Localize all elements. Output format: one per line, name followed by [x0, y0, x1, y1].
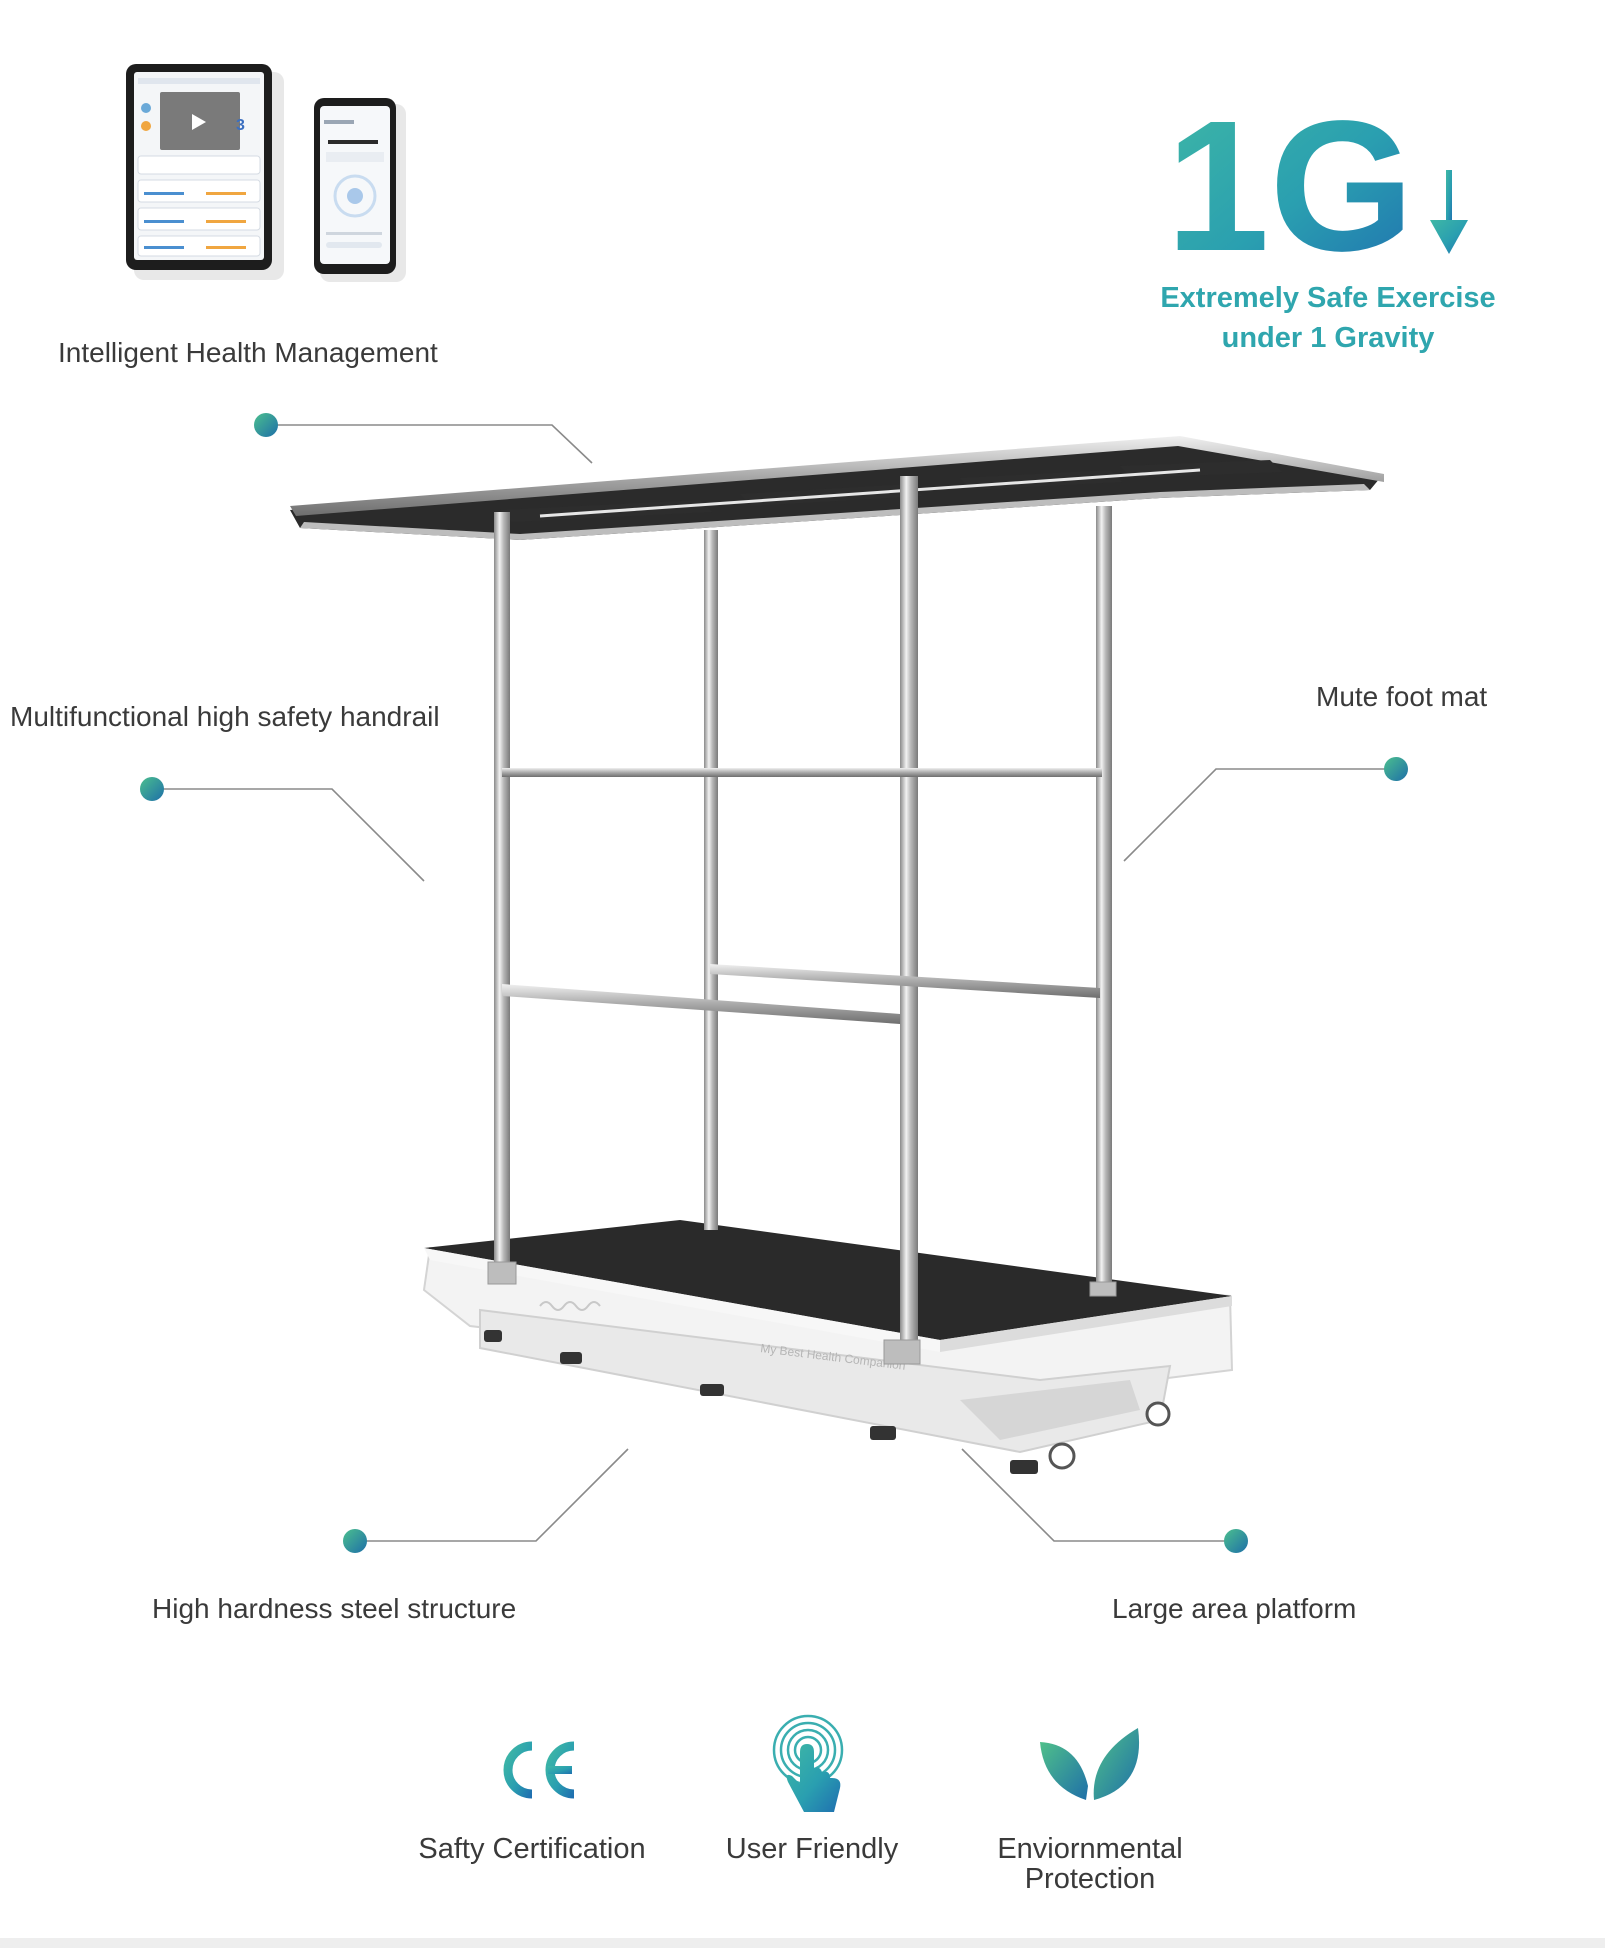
badge-environmental-label: Enviornmental Protection: [960, 1834, 1220, 1894]
down-arrow-icon: [1426, 170, 1472, 261]
callout-dot: [1384, 757, 1408, 781]
callout-dot: [343, 1529, 367, 1553]
hero-subtitle-line1: Extremely Safe Exercise: [1160, 282, 1496, 314]
gravity-headline: 1G: [1166, 83, 1486, 290]
feature-handrail: Multifunctional high safety handrail: [10, 701, 440, 732]
handrail-rails: [502, 768, 1102, 1024]
svg-text:3: 3: [236, 117, 245, 134]
hero-subtitle: Extremely Safe Exercise under 1 Gravity: [1138, 278, 1518, 358]
feature-foot-mat: Mute foot mat: [1316, 681, 1488, 712]
tablet-device: 3: [126, 64, 288, 287]
phone-device: [314, 98, 406, 287]
leaf-icon: [1038, 1726, 1142, 1809]
top-frame: [290, 436, 1384, 540]
bottom-divider: [0, 1938, 1605, 1948]
badge-certification-label: Safty Certification: [418, 1833, 646, 1865]
callout-dot: [140, 777, 164, 801]
feature-steel-structure: High hardness steel structure: [152, 1593, 517, 1624]
ce-mark-icon: [498, 1738, 578, 1807]
handrail-posts: [487, 476, 1117, 1365]
badge-environmental-line1: Enviornmental: [997, 1833, 1183, 1865]
feature-platform: Large area platform: [1112, 1593, 1357, 1624]
hero-subtitle-line2: under 1 Gravity: [1221, 322, 1435, 354]
platform-base: My Best Health Companion: [422, 1220, 1234, 1474]
feature-health-management: Intelligent Health Management: [58, 337, 438, 368]
callout-dot: [254, 413, 278, 437]
callout-dot: [1224, 1529, 1248, 1553]
badge-environmental-line2: Protection: [1024, 1863, 1156, 1895]
hero-big-text: 1G: [1166, 100, 1414, 270]
badge-user-friendly-label: User Friendly: [725, 1833, 899, 1865]
touch-hand-icon: [770, 1712, 848, 1825]
